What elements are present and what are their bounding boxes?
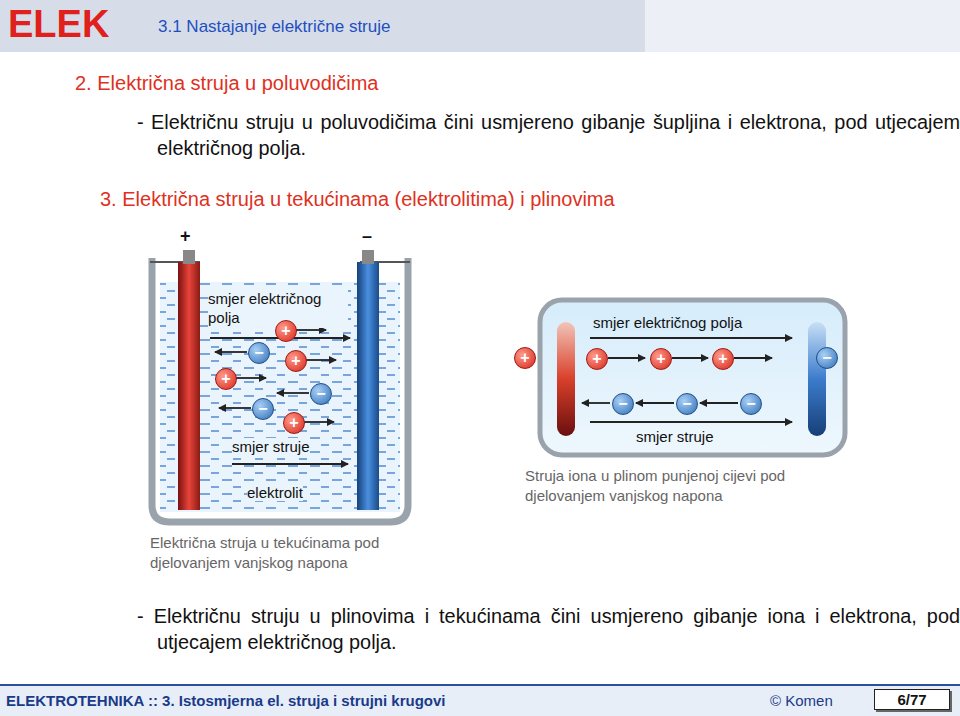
logo-text: ELEK: [8, 3, 109, 46]
ion-positive: +: [283, 412, 305, 434]
ion-negative: −: [676, 393, 698, 415]
page-number: 6/77: [883, 691, 941, 708]
ion-negative: −: [248, 342, 270, 364]
ion-positive: +: [514, 347, 536, 369]
figure-caption: Struja iona u plinom punjenoj cijevi pod…: [525, 466, 835, 505]
ion-positive: +: [215, 368, 237, 390]
footer-text: ELEKTROTEHNIKA :: 3. Istosmjerna el. str…: [6, 692, 446, 709]
figure-caption: Električna struja u tekućinama pod djelo…: [150, 533, 425, 572]
current-label: smjer struje: [232, 438, 310, 455]
paragraph: - Električnu struju u plinovima i tekući…: [137, 604, 960, 656]
header-title: 3.1 Nastajanje električne struje: [158, 17, 390, 37]
field-label: smjer električnog polja: [593, 314, 742, 331]
footer-band: ELEKTROTEHNIKA :: 3. Istosmjerna el. str…: [0, 684, 960, 716]
ion-negative: −: [740, 393, 762, 415]
ion-positive: +: [650, 348, 672, 370]
header-band: ELEK 3.1 Nastajanje električne struje: [0, 0, 960, 52]
copyright-text: © Komen: [770, 692, 833, 709]
ion-positive: +: [712, 348, 734, 370]
ion-positive: +: [586, 348, 608, 370]
terminal-sign: +: [180, 226, 191, 247]
electrolyte-label: elektrolit: [247, 484, 303, 501]
terminal-sign: –: [362, 226, 372, 247]
page-number-box: 6/77: [874, 689, 950, 710]
ion-negative: −: [252, 398, 274, 420]
ion-negative: −: [310, 383, 332, 405]
section-heading: 2. Električna struja u poluvodičima: [75, 72, 378, 95]
ion-negative: −: [612, 393, 634, 415]
current-label: smjer struje: [636, 428, 714, 445]
paragraph: - Električnu struju u poluvodičima čini …: [137, 110, 960, 162]
section-heading: 3. Električna struja u tekućinama (elekt…: [100, 188, 615, 211]
ion-positive: +: [275, 320, 297, 342]
ion-negative: −: [816, 347, 838, 369]
ion-positive: +: [285, 350, 307, 372]
